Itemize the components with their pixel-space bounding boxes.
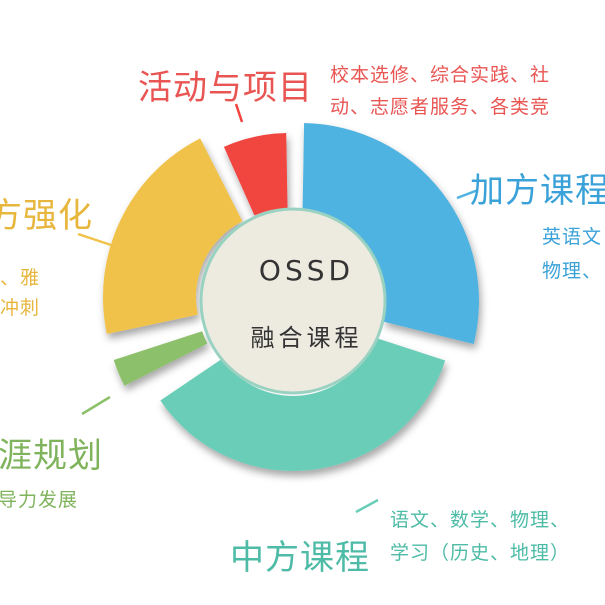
- leader-line-plus: [456, 188, 479, 200]
- segment-career-line-1: 导力发展: [0, 489, 79, 511]
- leader-line-china: [355, 498, 379, 514]
- leader-lines: [77, 103, 479, 514]
- segment-plus: [302, 123, 480, 345]
- ring-segments: [103, 123, 480, 471]
- segment-strength-title: 方强化: [0, 196, 93, 236]
- center-circle: [199, 207, 387, 395]
- segment-strength: [103, 138, 243, 335]
- segment-activities-line-2: 动、志愿者服务、各类竞: [330, 96, 551, 118]
- segment-career: [113, 331, 208, 386]
- segment-plus-title: 加方课程: [470, 171, 605, 211]
- segment-plus-line-2: 物理、: [542, 260, 603, 282]
- leader-line-strength: [77, 232, 115, 248]
- segment-china-title: 中方课程: [230, 538, 370, 578]
- segment-activities: [223, 133, 288, 216]
- leader-line-activities: [234, 103, 244, 123]
- segment-activities-title: 活动与项目: [138, 68, 313, 108]
- segment-strength-line-2: 冲刺: [0, 297, 41, 319]
- segment-strength-line-1: 、雅: [0, 267, 41, 289]
- center-subtitle: 融合课程: [250, 324, 363, 352]
- leader-line-career: [81, 395, 111, 416]
- segment-china-line-1: 语文、数学、物理、: [390, 509, 571, 531]
- center-title: OSSD: [258, 254, 355, 287]
- segment-plus-line-1: 英语文: [542, 226, 603, 248]
- segment-china-line-2: 学习（历史、地理）: [390, 542, 571, 564]
- segment-activities-line-1: 校本选修、综合实践、社: [330, 64, 551, 86]
- segment-career-title: 涯规划: [0, 436, 103, 476]
